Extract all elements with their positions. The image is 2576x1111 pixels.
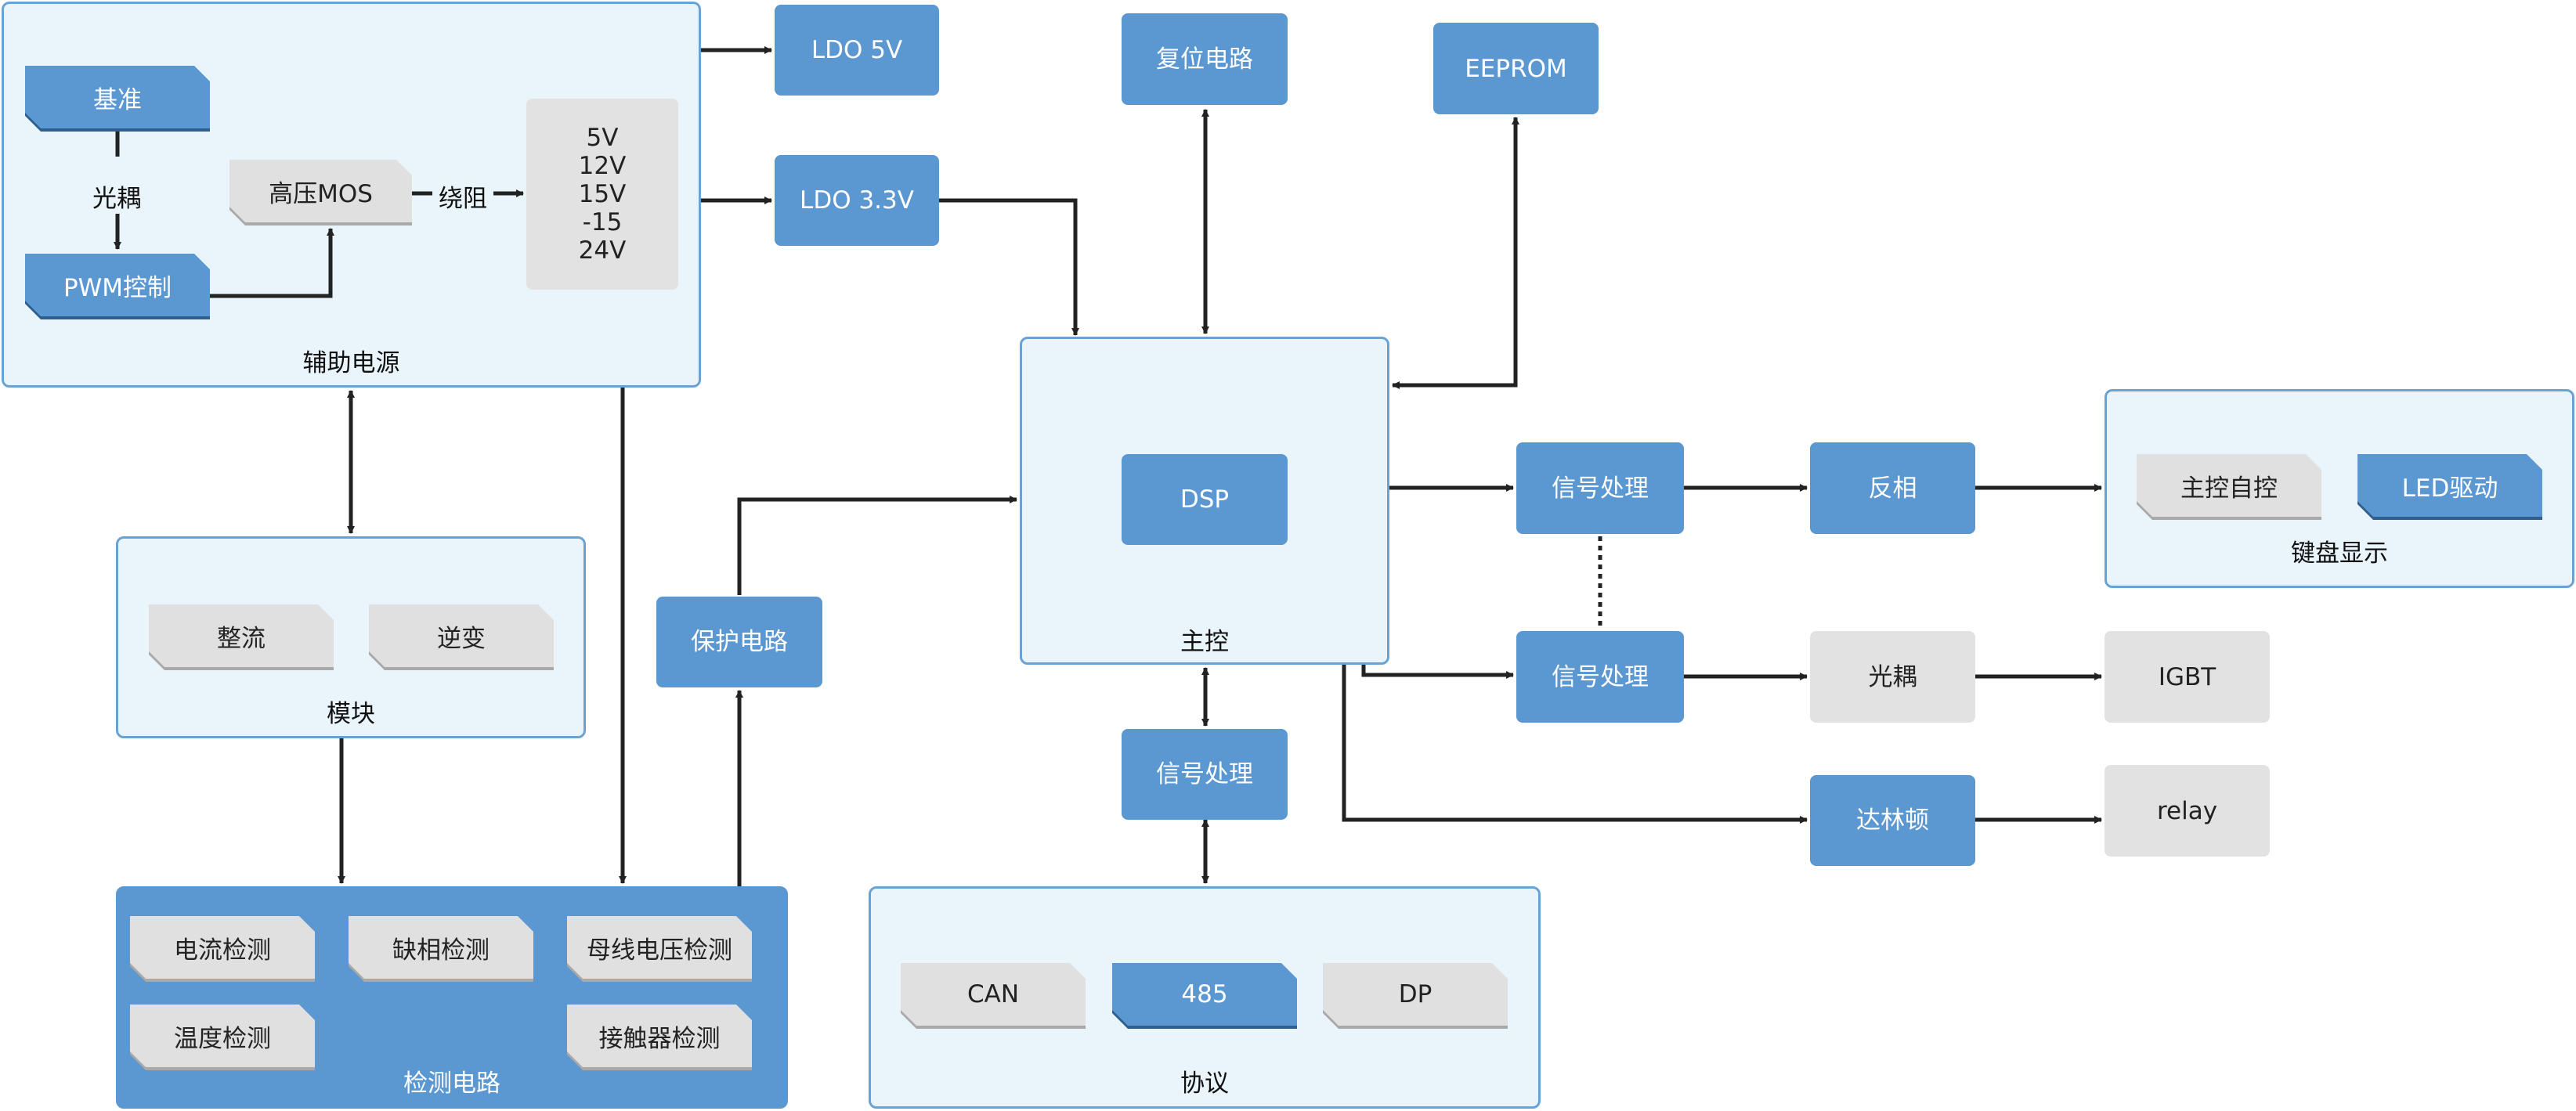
- optocoupler-label: 光耦: [89, 179, 144, 214]
- wire-main-darlington: [1342, 665, 1808, 824]
- pwm-control-tag: PWM控制: [25, 254, 210, 316]
- reference-label: 基准: [25, 66, 210, 128]
- led-driver-tag: LED驱动: [2357, 454, 2542, 517]
- pwm-control-label: PWM控制: [25, 254, 210, 316]
- contactor-detect-label: 接触器检测: [567, 1005, 752, 1067]
- ldo-5v-box: LDO 5V: [775, 5, 939, 96]
- detect-circuit-label: 检测电路: [403, 1070, 500, 1098]
- inverter-tag: 逆变: [369, 604, 554, 667]
- ldo-3v3-box: LDO 3.3V: [775, 155, 939, 246]
- rectifier-label: 整流: [149, 604, 334, 667]
- aux-power-label: 辅助电源: [302, 349, 400, 377]
- protect-circuit-box: 保护电路: [656, 597, 822, 687]
- current-detect-tag: 电流检测: [130, 916, 315, 979]
- relay-box: relay: [2105, 765, 2270, 857]
- main-self-control-label: 主控自控: [2137, 454, 2321, 517]
- rs485-tag: 485: [1112, 963, 1297, 1026]
- current-detect-label: 电流检测: [130, 916, 315, 979]
- rs485-label: 485: [1112, 963, 1297, 1026]
- signal-processing-bottom: 信号处理: [1122, 729, 1288, 820]
- module-label: 模块: [327, 700, 375, 728]
- temperature-detect-label: 温度检测: [130, 1005, 315, 1067]
- main-control-label: 主控: [1180, 628, 1229, 656]
- wire-ldo33-to-main: [939, 198, 1079, 336]
- optocoupler-box: 光耦: [1810, 631, 1975, 723]
- wire-pwm-to-mos: [210, 228, 334, 298]
- igbt-box: IGBT: [2105, 631, 2270, 723]
- winding-label: 绕阻: [435, 179, 490, 214]
- rectifier-tag: 整流: [149, 604, 334, 667]
- darlington-box: 达林顿: [1810, 775, 1975, 866]
- reset-circuit-box: 复位电路: [1122, 13, 1288, 105]
- signal-processing-right-mid: 信号处理: [1516, 631, 1684, 723]
- wire-protect-main: [737, 496, 1017, 595]
- bus-voltage-detect-label: 母线电压检测: [567, 916, 752, 979]
- led-driver-label: LED驱动: [2357, 454, 2542, 517]
- wire-main-signal-mid: [1361, 665, 1514, 679]
- temperature-detect-tag: 温度检测: [130, 1005, 315, 1067]
- signal-processing-right-top: 信号处理: [1516, 442, 1684, 534]
- phase-loss-detect-label: 缺相检测: [349, 916, 533, 979]
- output-voltages-box: 5V 12V 15V -15 24V: [526, 99, 678, 290]
- can-tag: CAN: [901, 963, 1086, 1026]
- reference-tag: 基准: [25, 66, 210, 128]
- eeprom-box: EEPROM: [1433, 23, 1599, 114]
- main-self-control-tag: 主控自控: [2137, 454, 2321, 517]
- keyboard-display-label: 键盘显示: [2291, 539, 2388, 568]
- phase-loss-detect-tag: 缺相检测: [349, 916, 533, 979]
- invert-box: 反相: [1810, 442, 1975, 534]
- inverter-label: 逆变: [369, 604, 554, 667]
- protocol-label: 协议: [1180, 1070, 1229, 1098]
- hv-mos-tag: 高压MOS: [229, 160, 412, 222]
- wire-eeprom-main: [1392, 117, 1519, 389]
- contactor-detect-tag: 接触器检测: [567, 1005, 752, 1067]
- dp-label: DP: [1323, 963, 1508, 1026]
- dp-tag: DP: [1323, 963, 1508, 1026]
- can-label: CAN: [901, 963, 1086, 1026]
- bus-voltage-detect-tag: 母线电压检测: [567, 916, 752, 979]
- dsp-box: DSP: [1122, 454, 1288, 545]
- hv-mos-label: 高压MOS: [229, 160, 412, 222]
